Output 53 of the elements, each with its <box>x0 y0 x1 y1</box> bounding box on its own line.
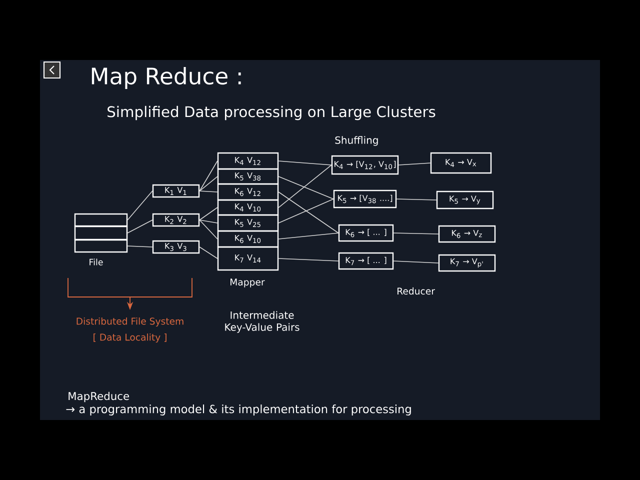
key-value-box: K$_{2}$ V$_{2}$ <box>152 213 200 227</box>
shuffle-box: K$_{6}$ → [ ... ] <box>338 224 394 242</box>
stage-label: File <box>90 258 103 266</box>
shuffle-box: K$_{4}$ → [V$_{12}$, V$_{10}$] <box>331 155 399 175</box>
mapper-cell: K$_{4}$ V$_{10}$ <box>217 199 279 216</box>
reducer-box: K$_{6}$ → V$_{z}$ <box>438 225 496 243</box>
caption-text: Intermediate Key-Value Pairs <box>225 311 300 333</box>
connector-line <box>278 258 339 262</box>
reducer-box: K$_{5}$ → V$_{y}$ <box>436 190 494 210</box>
reducer-box: K$_{4}$ → V$_{x}$ <box>430 152 492 174</box>
reducer-box: K$_{7}$ → V$_{p'}$ <box>438 254 496 272</box>
mapper-cell: K$_{5}$ V$_{25}$ <box>217 214 279 232</box>
connector-line <box>278 160 332 166</box>
mapper-cell: K$_{4}$ V$_{12}$ <box>217 152 279 170</box>
file-block <box>74 239 128 253</box>
connector-line <box>398 162 431 166</box>
connector-line <box>393 260 439 264</box>
connector-line <box>199 160 218 192</box>
mapper-cell: K$_{7}$ V$_{14}$ <box>217 246 279 271</box>
connector-line <box>199 220 218 224</box>
mapper-cell: K$_{6}$ V$_{12}$ <box>217 183 279 201</box>
connector-line <box>278 164 332 208</box>
connector-line <box>199 246 218 259</box>
key-value-box: K$_{3}$ V$_{3}$ <box>152 240 200 254</box>
caption-text: Distributed File System <box>76 318 184 327</box>
connector-line <box>278 198 334 224</box>
shuffle-box: K$_{7}$ → [ ... ] <box>338 252 394 270</box>
file-block <box>74 213 128 227</box>
file-block <box>74 226 128 240</box>
stage-label: Reducer <box>398 287 435 295</box>
stage-label: Mapper <box>230 278 265 288</box>
note-text: → a programming model & its implementation for processing <box>66 404 411 416</box>
mapper-cell: K$_{5}$ V$_{38}$ <box>217 168 279 185</box>
connector-line <box>278 176 334 200</box>
title: Map Reduce : <box>92 67 241 89</box>
caption-text: [ Data Locality ] <box>94 334 166 343</box>
note-heading: MapReduce <box>68 392 130 402</box>
shuffle-box: K$_{5}$ → [V$_{38}$ ....] <box>333 190 397 208</box>
connector-line <box>393 232 439 234</box>
connector-line <box>199 220 218 240</box>
connector-line <box>278 232 339 240</box>
connector-line <box>396 198 437 200</box>
connector-line <box>199 176 218 192</box>
connector-line <box>127 190 153 220</box>
connector-line <box>199 207 218 220</box>
connector-line <box>127 246 153 248</box>
connector-line <box>199 190 218 192</box>
mapper-cell: K$_{6}$ V$_{10}$ <box>217 230 279 248</box>
connector-line <box>278 192 339 234</box>
subtitle: Simplified Data processing on Large Clusters <box>108 106 436 120</box>
stage-label: Shuffling <box>335 136 378 146</box>
key-value-box: K$_{1}$ V$_{1}$ <box>152 184 200 198</box>
connector-line <box>127 220 153 234</box>
